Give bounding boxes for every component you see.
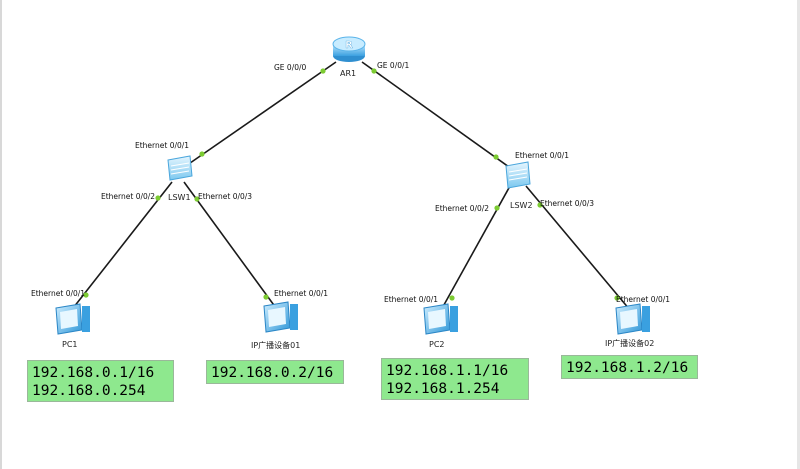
- port-dot-pc1: [83, 292, 89, 298]
- switch-lsw1[interactable]: LSW1: [167, 155, 193, 202]
- port-dot-lsw2-e003: [537, 202, 543, 208]
- node-label-pc1: PC1: [62, 340, 78, 349]
- port-label-lsw2-e003: Ethernet 0/0/3: [540, 199, 594, 208]
- ip-address-text: 192.168.1.1/16: [386, 363, 509, 379]
- gateway-text: 192.168.0.254: [32, 383, 146, 399]
- router-ar1[interactable]: R AR1: [332, 36, 366, 78]
- node-label-ar1: AR1: [340, 69, 356, 78]
- port-label-lsw2-e001: Ethernet 0/0/1: [515, 151, 569, 160]
- ip-address-text: 192.168.0.2/16: [211, 365, 334, 381]
- port-label-ipb1-e001: Ethernet 0/0/1: [274, 289, 328, 298]
- link-lsw2-ipb2[interactable]: [525, 185, 631, 311]
- ip-label-pc2[interactable]: 192.168.1.1/16 192.168.1.254: [381, 358, 529, 400]
- node-label-ipb2: IP广播设备02: [605, 338, 654, 348]
- port-dot-lsw2-e002: [494, 205, 500, 211]
- switch-icon: [505, 161, 531, 189]
- port-label-pc2-e001: Ethernet 0/0/1: [384, 295, 438, 304]
- port-label-ipb2-e001: Ethernet 0/0/1: [616, 295, 670, 304]
- ip-label-ipb2[interactable]: 192.168.1.2/16: [561, 355, 698, 379]
- port-label-lsw2-e002: Ethernet 0/0/2: [435, 204, 489, 213]
- port-label-ar1-ge000: GE 0/0/0: [274, 63, 307, 72]
- node-label-lsw1: LSW1: [168, 193, 191, 202]
- port-dot-lsw1-e003: [194, 196, 200, 202]
- link-ar1-lsw2[interactable]: [361, 61, 517, 173]
- node-label-ipb1: IP广播设备01: [251, 340, 300, 350]
- port-dot-ar1-ge000: [320, 68, 326, 74]
- pc-icon: [423, 303, 458, 335]
- gateway-text: 192.168.1.254: [386, 381, 500, 397]
- port-dot-pc2: [449, 295, 455, 301]
- pc-pc2[interactable]: PC2: [423, 303, 458, 349]
- port-dot-ar1-ge001: [371, 68, 377, 74]
- node-label-pc2: PC2: [429, 340, 445, 349]
- port-label-pc1-e001: Ethernet 0/0/1: [31, 289, 85, 298]
- node-label-lsw2: LSW2: [510, 201, 533, 210]
- canvas-scrollbar[interactable]: [797, 0, 800, 469]
- ip-label-pc1[interactable]: 192.168.0.1/16 192.168.0.254: [27, 360, 174, 402]
- port-label-ar1-ge001: GE 0/0/1: [377, 61, 410, 70]
- port-dot-ipb2: [614, 295, 620, 301]
- canvas-left-border: [0, 0, 2, 469]
- port-dot-lsw1-e001: [199, 151, 205, 157]
- pc-ipb2[interactable]: IP广播设备02: [605, 303, 654, 348]
- ip-address-text: 192.168.0.1/16: [32, 365, 155, 381]
- port-label-lsw1-e003: Ethernet 0/0/3: [198, 192, 252, 201]
- switch-icon: [167, 155, 193, 181]
- pc-pc1[interactable]: PC1: [55, 303, 90, 349]
- pc-icon: [55, 303, 90, 335]
- switch-lsw2[interactable]: LSW2: [505, 161, 533, 210]
- port-label-lsw1-e002: Ethernet 0/0/2: [101, 192, 155, 201]
- pc-icon: [263, 301, 298, 333]
- ip-address-text: 192.168.1.2/16: [566, 360, 689, 376]
- port-dot-lsw2-e001: [493, 154, 499, 160]
- port-dot-ipb1: [263, 294, 269, 300]
- pc-ipb1[interactable]: IP广播设备01: [251, 301, 300, 350]
- pc-icon: [615, 303, 650, 335]
- router-icon: R: [332, 36, 366, 62]
- ip-label-ipb1[interactable]: 192.168.0.2/16: [206, 360, 344, 384]
- link-lsw1-ipb1[interactable]: [183, 181, 277, 309]
- svg-text:R: R: [345, 40, 353, 51]
- port-label-lsw1-e001: Ethernet 0/0/1: [135, 141, 189, 150]
- link-ar1-lsw1[interactable]: [179, 61, 337, 171]
- port-dot-lsw1-e002: [155, 195, 161, 201]
- link-lsw1-pc1[interactable]: [69, 181, 173, 313]
